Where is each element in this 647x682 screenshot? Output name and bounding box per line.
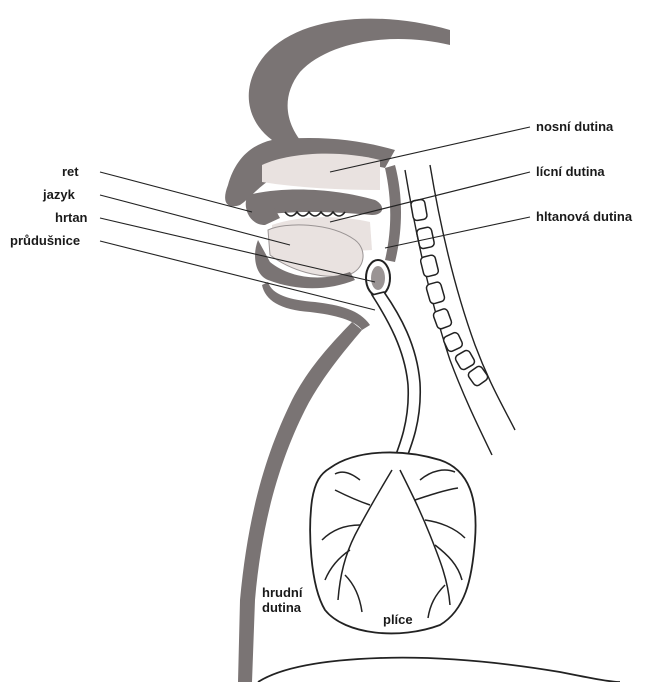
label-dutina: dutina (262, 600, 301, 615)
nasal-cavity (262, 154, 380, 190)
vertebra (420, 254, 439, 277)
larynx-ring-inner (371, 266, 385, 290)
lung-outline (310, 452, 475, 633)
throat-tissue (262, 282, 370, 330)
label-jazyk: jazyk (43, 187, 75, 202)
vertebra (467, 365, 489, 387)
label-licni-dutina: lícní dutina (536, 164, 605, 179)
leader-hltanova (385, 217, 530, 248)
label-plice: plíce (383, 612, 413, 627)
upper-teeth (285, 212, 345, 216)
vertebra (432, 308, 452, 330)
label-prudusnice: průdušnice (10, 233, 80, 248)
label-hltanova-dutina: hltanová dutina (536, 209, 632, 224)
vertebra (454, 349, 476, 371)
label-hrudni: hrudní (262, 585, 302, 600)
label-nosni-dutina: nosní dutina (536, 119, 613, 134)
diaphragm (258, 658, 620, 682)
skull-outline (249, 19, 450, 140)
label-hrtan: hrtan (55, 210, 88, 225)
vertebra (426, 281, 446, 304)
trachea (372, 292, 420, 470)
label-ret: ret (62, 164, 79, 179)
vertebra (410, 199, 427, 221)
vertebra (442, 331, 463, 352)
